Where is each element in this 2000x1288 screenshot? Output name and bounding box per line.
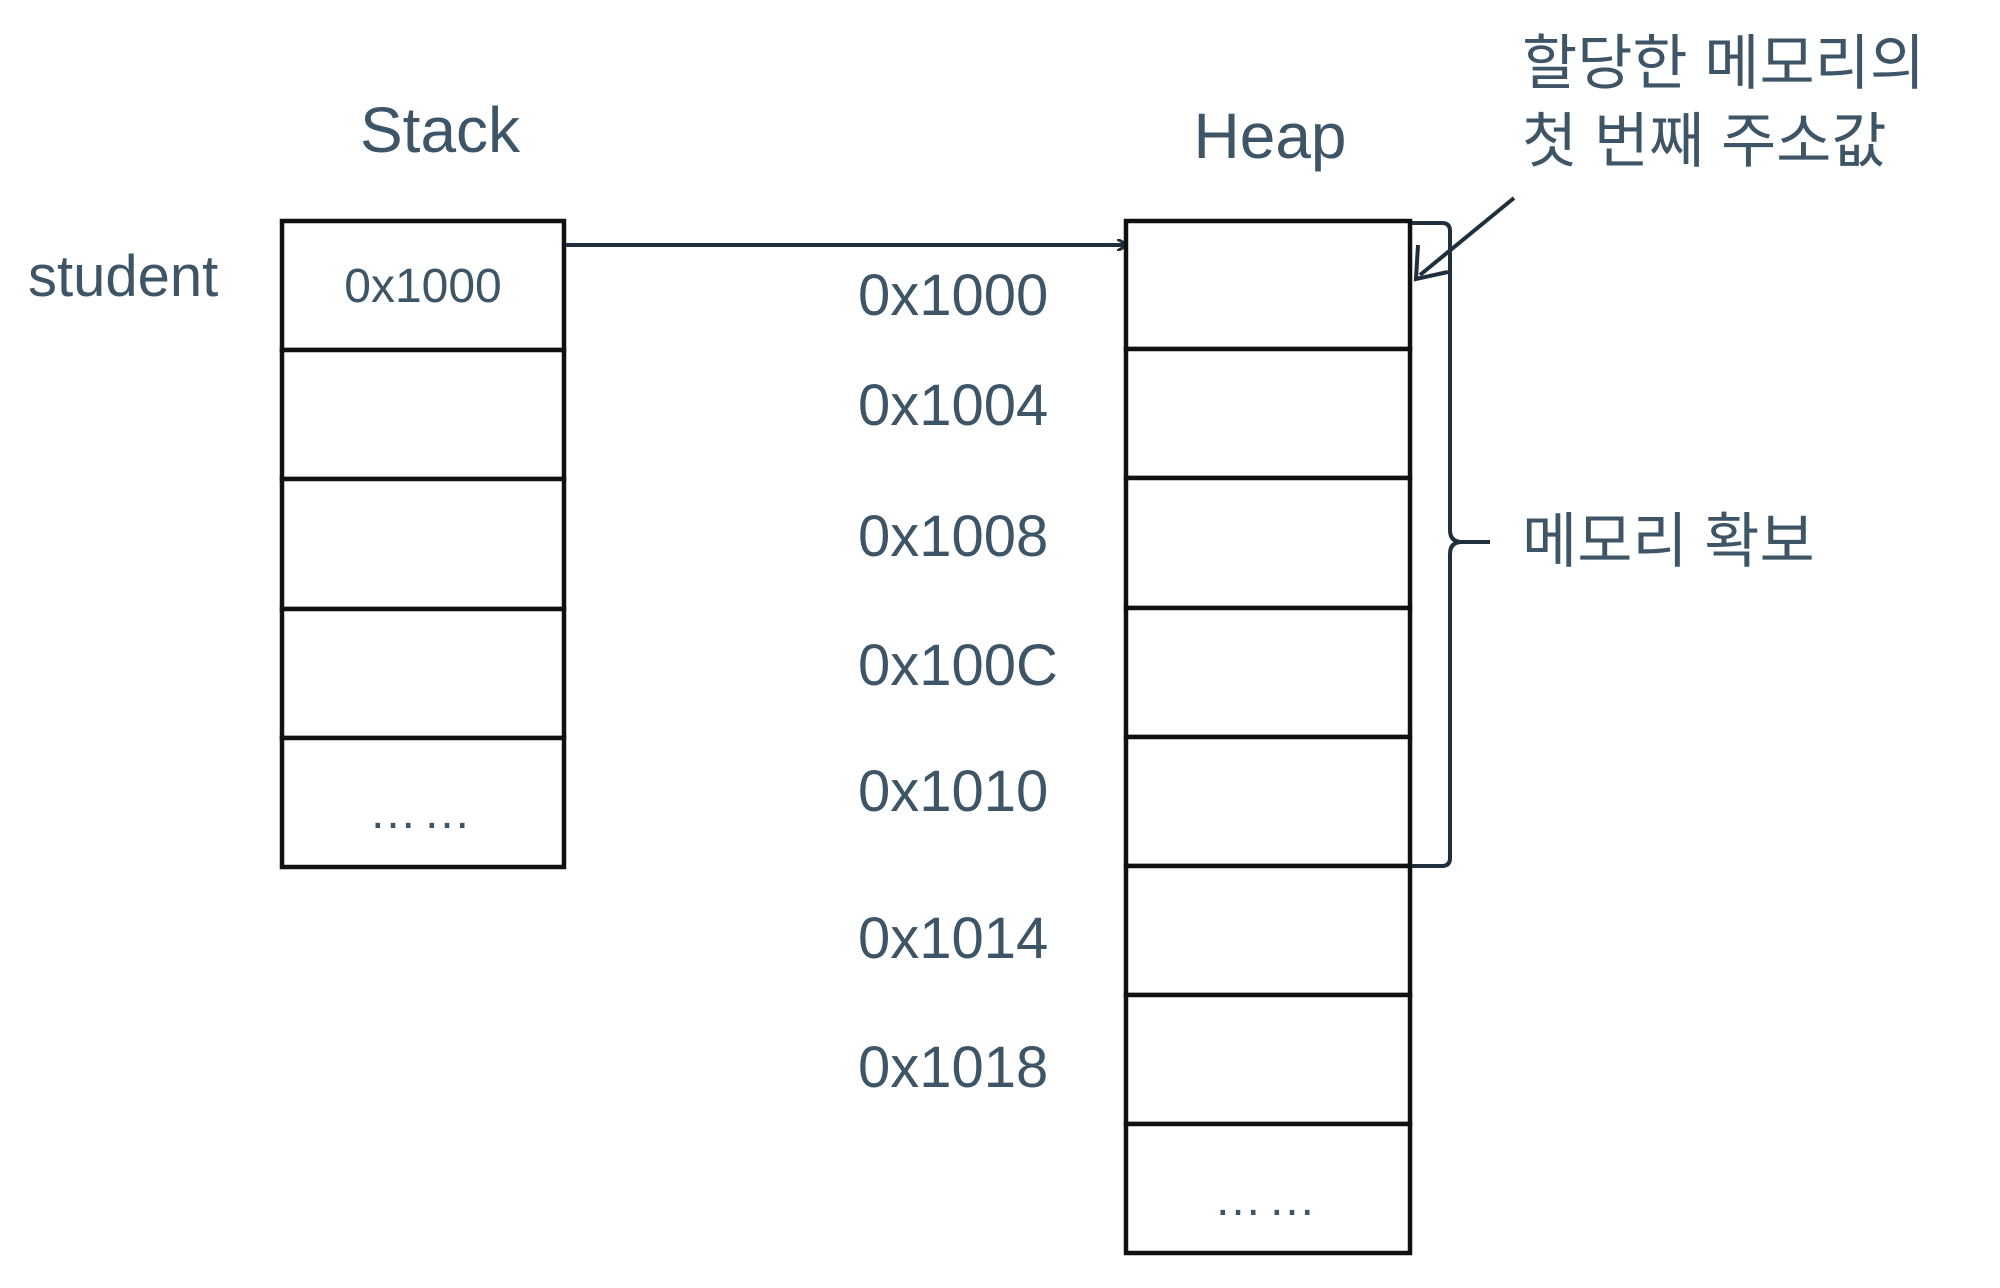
first-address-note-line1: 할당한 메모리의 — [1522, 30, 1925, 97]
heap-address-label: 0x100C — [858, 633, 1058, 698]
stack-title: Stack — [360, 94, 521, 166]
heap-address-label: 0x1014 — [858, 906, 1048, 971]
stack-cell — [279, 347, 567, 482]
heap-cell — [1123, 1121, 1413, 1256]
heap-title: Heap — [1194, 100, 1347, 172]
allocation-bracket-label: 메모리 확보 — [1522, 508, 1815, 575]
heap-address-label: 0x1018 — [858, 1035, 1048, 1100]
heap-address-label: 0x1008 — [858, 504, 1048, 569]
heap-cell — [1123, 475, 1413, 611]
heap-column: …… — [1123, 218, 1413, 1256]
stack-cell — [279, 606, 567, 741]
heap-cell — [1123, 863, 1413, 998]
heap-address-label: 0x1004 — [858, 373, 1048, 438]
stack-cell-pointer-value: 0x1000 — [344, 260, 501, 313]
heap-address-label: 0x1010 — [858, 759, 1048, 824]
stack-column: 0x1000 …… — [279, 218, 567, 870]
heap-cell — [1123, 992, 1413, 1127]
heap-cell-ellipsis: …… — [1214, 1173, 1322, 1226]
heap-cell — [1123, 605, 1413, 740]
stack-variable-label: student — [28, 244, 218, 309]
stack-cell — [279, 218, 567, 353]
heap-cell — [1123, 346, 1413, 481]
stack-cell — [279, 476, 567, 612]
heap-address-label: 0x1000 — [858, 263, 1048, 328]
first-address-arrow — [1418, 196, 1516, 277]
allocation-bracket — [1412, 221, 1490, 868]
first-address-arrowhead — [1413, 244, 1449, 282]
stack-cell-ellipsis: …… — [369, 786, 477, 839]
first-address-note-line2: 첫 번째 주소값 — [1522, 108, 1887, 175]
heap-cell — [1123, 218, 1413, 352]
stack-cell — [279, 735, 567, 870]
heap-cell — [1123, 734, 1413, 869]
heap-address-labels: 0x1000 0x1004 0x1008 0x100C 0x1010 0x101… — [858, 263, 1058, 1100]
